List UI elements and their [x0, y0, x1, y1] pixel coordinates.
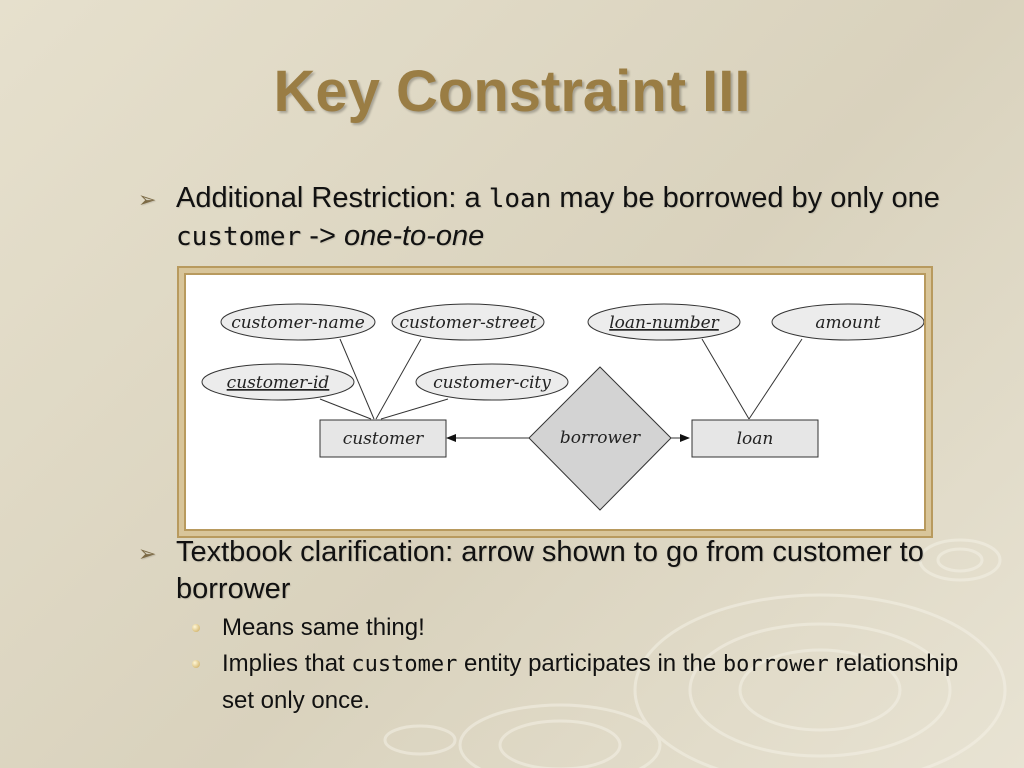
er-diagram-frame: customer-name customer-street customer-i… [177, 266, 933, 538]
edge-customer-id [319, 398, 372, 420]
attribute-label: customer-street [400, 313, 537, 333]
dot-bullet-icon [192, 624, 200, 632]
attribute-key-label: customer-id [227, 373, 330, 393]
attribute-customer-street: customer-street [391, 303, 545, 341]
arrow-bullet-icon: ➢ [138, 541, 157, 566]
sub-bullet-text: Means same thing! [222, 614, 425, 641]
edge-loan-number [701, 338, 750, 420]
attribute-loan-number: loan-number [587, 303, 741, 341]
bullet-text: Textbook clarification: arrow shown to g… [176, 536, 924, 605]
entity-label: customer [343, 429, 424, 449]
edge-customer-street [375, 338, 422, 420]
attribute-label: customer-name [231, 313, 365, 333]
code-customer: customer [176, 222, 302, 252]
attribute-customer-name: customer-name [220, 303, 376, 341]
sub-bullet-means-same: Means same thing! [192, 610, 982, 646]
attribute-label: amount [815, 313, 880, 333]
edge-customer-city [380, 398, 449, 420]
entity-customer: customer [319, 419, 447, 458]
sub-bullet-implies: Implies that customer entity participate… [192, 646, 982, 719]
relationship-borrower: borrower [528, 366, 672, 511]
er-diagram: customer-name customer-street customer-i… [201, 303, 925, 511]
arrow-bullet-icon: ➢ [138, 187, 157, 212]
attribute-customer-id: customer-id [201, 363, 355, 401]
sub-bullet-text: entity participates in the [464, 650, 717, 677]
attribute-label: customer-city [433, 373, 551, 393]
dot-bullet-icon [192, 660, 200, 668]
attribute-key-label: loan-number [609, 313, 719, 333]
bullet-arrow-text: -> [309, 220, 336, 252]
code-borrower: borrower [722, 652, 829, 677]
bullet-textbook-clarification: ➢ Textbook clarification: arrow shown to… [138, 534, 966, 608]
attribute-amount: amount [771, 303, 925, 341]
code-loan: loan [488, 184, 552, 214]
er-diagram-canvas: customer-name customer-street customer-i… [184, 273, 926, 531]
attribute-customer-city: customer-city [415, 363, 569, 401]
edge-amount [748, 338, 803, 420]
code-customer: customer [351, 652, 458, 677]
relationship-label: borrower [560, 428, 641, 448]
entity-label: loan [737, 429, 774, 449]
bullet-additional-restriction: ➢ Additional Restriction: a loan may be … [138, 180, 966, 256]
slide-title: Key Constraint III [273, 59, 751, 124]
bullet-text: may be borrowed by only one [559, 182, 940, 214]
sub-bullet-text: relationship set only once. [222, 650, 959, 714]
sub-bullet-text: Implies that [222, 650, 345, 677]
entity-loan: loan [691, 419, 819, 458]
edge-customer-name [339, 338, 375, 420]
emphasis-one-to-one: one-to-one [343, 220, 485, 252]
bullet-text: Additional Restriction: a [176, 182, 481, 214]
